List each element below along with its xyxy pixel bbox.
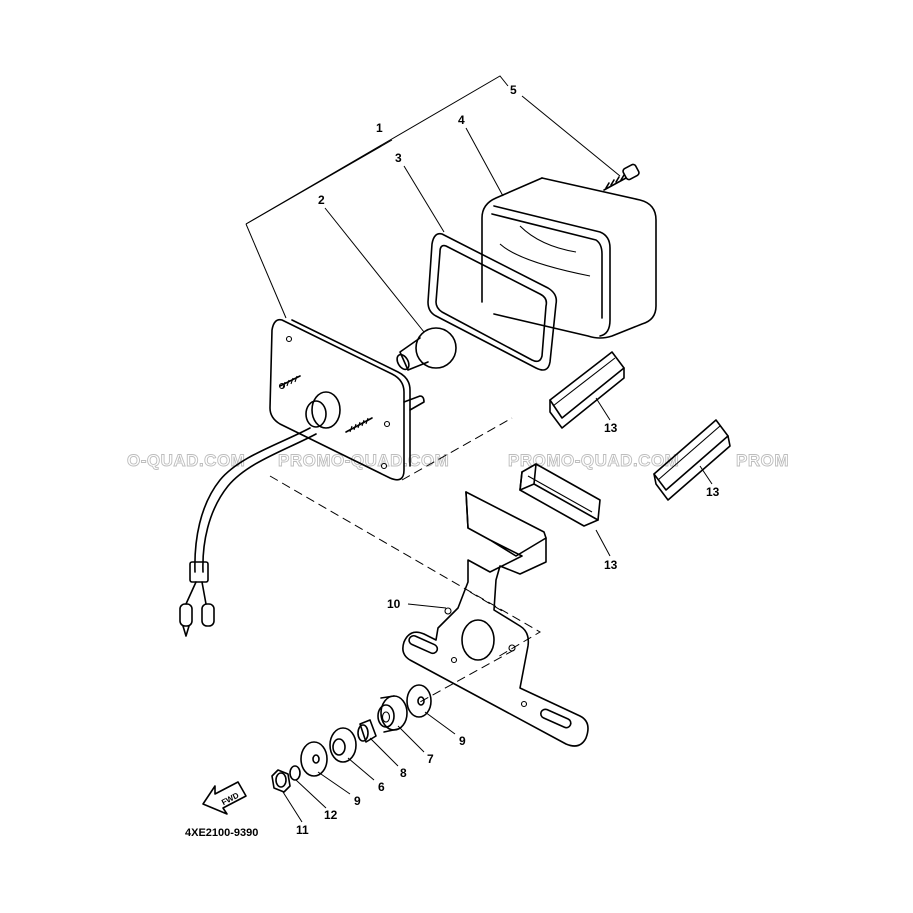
leader-line-8 <box>369 737 399 767</box>
lock-washer-12 <box>289 765 301 781</box>
leader-line-9-lower <box>317 771 351 795</box>
callout-11: 11 <box>296 823 309 837</box>
diagram-code: 4XE2100-9390 <box>185 827 258 839</box>
leader-line-3 <box>403 165 445 233</box>
callout-6: 6 <box>378 780 385 794</box>
callout-13-b: 13 <box>706 485 720 499</box>
washer-6 <box>329 727 357 763</box>
leader-line-13-b <box>699 465 713 485</box>
leader-line-5-bracket <box>245 75 509 225</box>
callout-2: 2 <box>318 193 325 207</box>
leader-line-2 <box>324 207 425 333</box>
callout-9-lower: 9 <box>354 794 361 808</box>
assembly-bracket-lines <box>245 75 621 333</box>
dash-line <box>401 417 513 481</box>
nut-11 <box>271 769 291 793</box>
reflector-13-b <box>653 419 731 501</box>
dash-line <box>269 475 541 659</box>
gasket-3 <box>427 232 558 371</box>
callout-9-upper: 9 <box>459 734 466 748</box>
washer-9-lower <box>300 741 328 777</box>
callout-13-c: 13 <box>604 558 618 572</box>
taillight-base-plate <box>269 318 425 481</box>
dash-line <box>469 591 505 613</box>
leader-line-bracket-leg <box>245 223 287 319</box>
bulb-2 <box>396 327 457 371</box>
callout-1: 1 <box>376 121 383 135</box>
lens-housing-4 <box>481 177 657 339</box>
grommet-7 <box>377 695 408 733</box>
callout-4: 4 <box>458 113 465 127</box>
leader-line-10 <box>407 603 447 609</box>
leader-line-11 <box>282 791 303 823</box>
forward-arrow-icon: FWD <box>202 781 247 815</box>
leader-line-13-a <box>595 397 611 421</box>
collar-8 <box>357 719 377 743</box>
callout-13-a: 13 <box>604 421 618 435</box>
reflector-13-c <box>519 463 601 527</box>
watermark-text: PROMO-QUAD.COM <box>278 451 449 470</box>
hardware-leaders <box>282 397 713 823</box>
leader-line-9-upper <box>424 711 456 735</box>
callout-7: 7 <box>427 752 434 766</box>
mounting-dash-lines <box>269 417 541 703</box>
callout-10: 10 <box>387 597 401 611</box>
callout-8: 8 <box>400 766 407 780</box>
reflector-13-a <box>549 351 625 429</box>
leader-line-1-bracket <box>245 139 393 225</box>
license-bracket-10 <box>402 491 589 747</box>
leader-line-7 <box>397 725 425 753</box>
watermark-group: O-QUAD.COM PROMO-QUAD.COM PROMO-QUAD.COM… <box>127 451 789 471</box>
dash-line <box>419 649 515 703</box>
callout-3: 3 <box>395 151 402 165</box>
watermark-text: PROMO-QUAD.COM <box>508 451 679 470</box>
washer-9-upper <box>406 684 432 718</box>
callout-labels: 1 2 3 4 5 6 7 8 9 9 10 11 12 13 13 13 <box>296 83 720 837</box>
leader-line-12 <box>295 779 327 809</box>
bolt-5 <box>603 163 640 191</box>
leader-line-13-c <box>595 529 611 557</box>
wiring-harness <box>179 427 317 637</box>
leader-line-6 <box>347 757 375 781</box>
watermark-text: O-QUAD.COM <box>127 451 245 470</box>
watermark-text: PROM <box>736 451 789 470</box>
callout-5: 5 <box>510 83 517 97</box>
leader-line-4 <box>465 127 504 197</box>
leader-line-5 <box>521 95 621 177</box>
callout-12: 12 <box>324 808 338 822</box>
